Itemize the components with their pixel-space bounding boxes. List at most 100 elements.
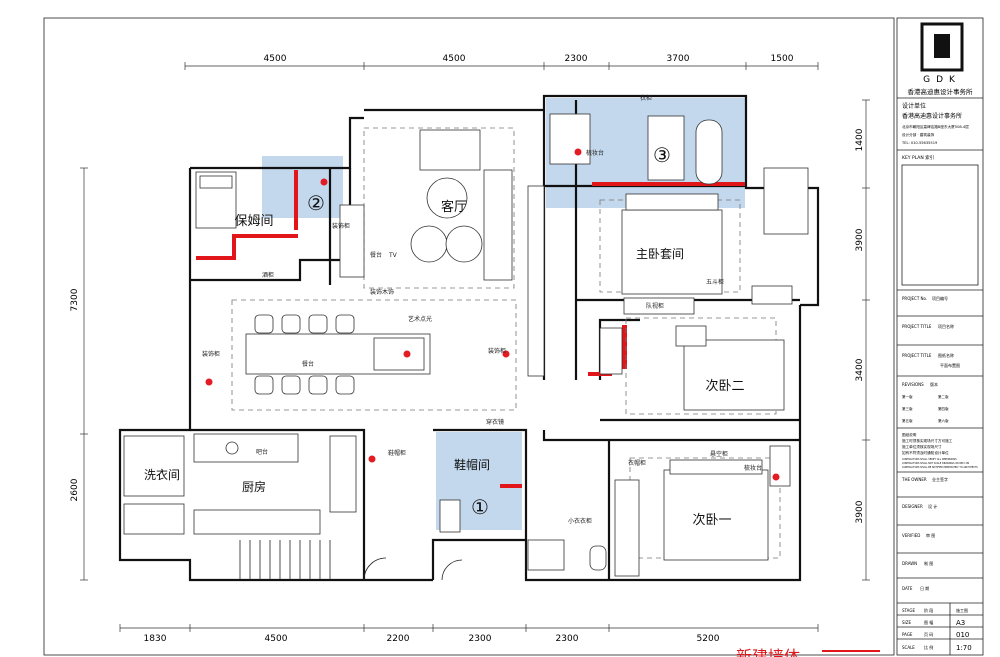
dim-right-2: 3900 (855, 228, 865, 251)
note-coat: 衣帽柜 (628, 459, 646, 467)
furniture (123, 113, 809, 581)
rev2-b: 第四版 (938, 406, 949, 411)
note-dressing: 梳妆台 (586, 149, 604, 157)
dim-left-1: 7300 (70, 288, 80, 311)
note-deco-wall: 装饰木饰 (370, 288, 394, 296)
note-art: 艺术点光 (408, 315, 432, 323)
page-en: PAGE (902, 632, 913, 637)
scale-en: SCALE (902, 645, 915, 650)
room-living: 客厅 (441, 199, 467, 215)
firm-tel: TEL: 010-55635519 (901, 141, 938, 145)
notes-en-2: CONTRACTORS SHALL NOT SCALE DRAWINGS OR … (902, 462, 969, 465)
room-bedroom-1: 次卧一 (692, 512, 731, 528)
room-bedroom-2: 次卧二 (705, 378, 744, 394)
dim-top-5: 1500 (771, 54, 794, 64)
revisions-zh: 版本 (930, 381, 938, 387)
note-hang: 悬空柜 (710, 450, 728, 458)
rev1-b: 第二版 (938, 394, 949, 399)
verified-zh: 审 图 (926, 532, 935, 538)
note-bar: 吧台 (256, 448, 268, 456)
new-wall-6 (622, 325, 627, 369)
key-plan-box (901, 164, 979, 286)
marker-dot (574, 148, 582, 156)
drawing-name: 平面布置图 (940, 362, 960, 368)
markers (205, 148, 780, 481)
marker-dot (205, 378, 213, 386)
logo-mark (920, 22, 964, 72)
dim-bottom-2: 4500 (265, 634, 288, 644)
room-nanny: 保姆间 (234, 214, 273, 229)
notes-zh-3: 施工单位须核实现场尺寸 (902, 444, 942, 449)
note-dressing2: 梳妆台 (744, 464, 762, 472)
new-wall-8 (500, 484, 522, 488)
drawing-title-zh: 图纸名称 (938, 352, 954, 358)
note-five-drawer: 五斗柜 (706, 278, 724, 286)
drawing-border (43, 17, 895, 656)
project-title-zh: 项目名称 (938, 323, 954, 329)
dim-left-2: 2600 (70, 478, 80, 501)
scale-zh: 比 例 (924, 644, 933, 650)
designer-zh: 设 计 (928, 503, 937, 509)
owner-zh: 业主签字 (932, 476, 948, 482)
notes-zh-2: 施工时须核实现场尺寸方可施工 (902, 438, 953, 443)
callout-2: ② (307, 191, 325, 215)
page-zh: 页 码 (924, 631, 933, 637)
note-decor-cab2: 装饰柜 (488, 347, 506, 355)
note-wine: 酒柜 (262, 271, 274, 279)
stage-value: 施工图 (956, 607, 968, 613)
room-kitchen: 厨房 (242, 479, 266, 494)
dim-bottom-1: 1830 (144, 634, 167, 644)
new-wall-1 (294, 170, 298, 230)
room-laundry: 洗衣间 (144, 467, 180, 482)
date-en: DATE (902, 586, 913, 591)
size-en: SIZE (902, 620, 911, 625)
key-plan-label: KEY PLAN 索引 (902, 154, 934, 161)
unit-label: 设计单位 (902, 102, 926, 110)
rev3-a: 第五版 (902, 418, 913, 423)
notes-zh-1: 图纸说明 (902, 432, 917, 437)
marker-dot (403, 350, 411, 358)
title-block: GDK 香港高迪惠设计事务所 设计单位 香港高迪惠设计事务所 北京市朝阳区高碑店… (897, 22, 983, 655)
new-wall-4 (232, 234, 236, 260)
drawn-en: DRAWN (902, 561, 917, 566)
marker-dot (772, 473, 780, 481)
project-no-zh: 项目编号 (932, 295, 948, 301)
page-value: 010 (956, 631, 969, 639)
notes-en-1: CONTRACTORS SHALL VERIFY ALL DIMENSIONS (902, 458, 957, 461)
notes-en-3: CONTRACTORS SHALL BE NOTIFIED IMMEDIATEL… (902, 466, 978, 469)
designer-en: DESIGNER (902, 504, 923, 509)
new-wall-3 (196, 256, 236, 260)
note-tv: 餐台 (370, 251, 382, 259)
owner-en: THE OWNER (901, 477, 927, 482)
unit-name: 香港高迪惠设计事务所 (902, 112, 962, 120)
firm-address: 北京市朝阳区高碑店路B座东大厦508-4层 (902, 124, 969, 129)
note-closet-top: 衣柜 (640, 94, 652, 102)
callout-3: ③ (653, 143, 671, 167)
note-decor-cab: 装饰柜 (202, 350, 220, 358)
dim-right-3: 3400 (855, 358, 865, 381)
dim-bottom-6: 5200 (697, 634, 720, 644)
new-wall-2 (234, 234, 298, 238)
scale-value: 1:70 (956, 644, 972, 652)
marker-dot (368, 455, 376, 463)
verified-en: VERIFIED (902, 533, 920, 538)
note-wardrobe: 穿衣镜 (486, 418, 504, 426)
marker-dot (320, 178, 328, 186)
dim-top-4: 3700 (667, 54, 690, 64)
new-wall-5 (592, 182, 745, 186)
stage-en: STAGE (902, 608, 915, 613)
note-small-closet: 小衣衣柜 (568, 517, 592, 525)
date-zh: 日 期 (920, 585, 929, 591)
project-no-en: PROJECT No. (902, 296, 927, 301)
drawn-zh: 制 图 (924, 560, 933, 566)
dim-right-4: 3900 (855, 500, 865, 523)
note-tv-cab: 队视柜 (646, 302, 664, 310)
rev3-b: 第六版 (938, 418, 949, 423)
stage-zh: 阶 段 (924, 607, 933, 613)
new-building-note: 新建墙体 (736, 647, 800, 657)
dim-bottom-3: 2200 (387, 634, 410, 644)
size-zh: 图 幅 (924, 619, 933, 625)
callout-1: ① (471, 495, 489, 519)
dim-top-2: 4500 (443, 54, 466, 64)
